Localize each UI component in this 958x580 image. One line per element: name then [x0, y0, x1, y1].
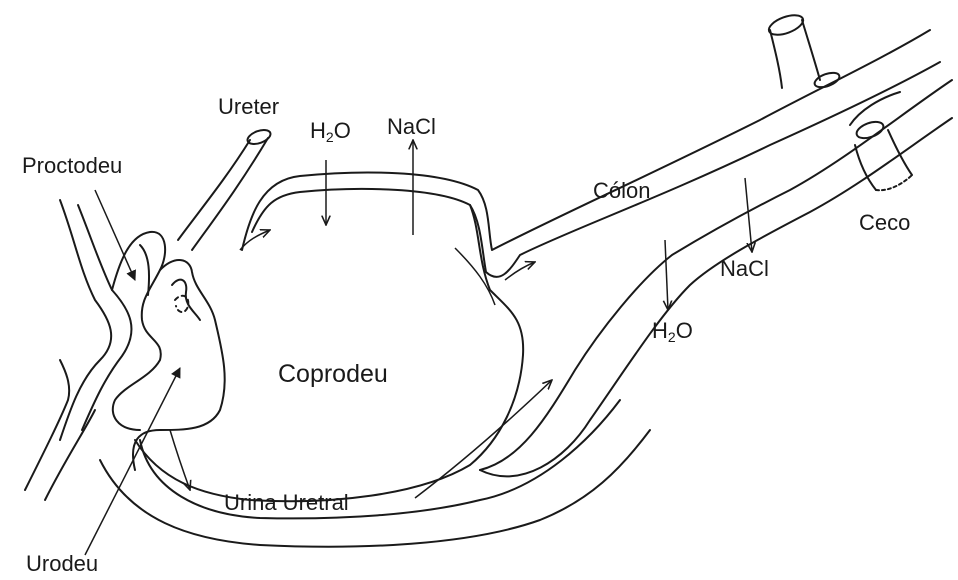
- h2o-right-arrow: [665, 240, 668, 310]
- colon-outer-wall-lower: [480, 80, 952, 470]
- ceco-lower-right-edge: [888, 130, 912, 175]
- label-urodeu: Urodeu: [26, 553, 98, 575]
- colon-inner-wall-upper: [252, 62, 940, 277]
- proctodeu-fold-3: [112, 232, 165, 430]
- ceco-lower-cap: [876, 175, 912, 190]
- ceco-upper-cap: [766, 11, 805, 38]
- urodeu-chamber: [133, 260, 225, 470]
- colon-inner-wall-lower: [480, 118, 952, 476]
- ureter-tube-left: [178, 140, 250, 240]
- left-outer-wall: [25, 360, 69, 490]
- proctodeu-fold-1: [60, 200, 111, 440]
- label-h2o-top: H2O: [310, 120, 351, 144]
- label-ureter: Ureter: [218, 96, 279, 118]
- nacl-right-arrow: [745, 178, 752, 252]
- ceco-lower-opening: [854, 119, 885, 142]
- coprodeu-floor-inner: [140, 400, 620, 518]
- ureter-tube-right: [192, 138, 268, 250]
- label-nacl-right: NaCl: [720, 258, 769, 280]
- left-outer-wall-2: [45, 410, 95, 500]
- ceco-upper-right-edge: [802, 20, 820, 80]
- label-ceco: Ceco: [859, 212, 910, 234]
- label-colon: Cólon: [593, 180, 650, 202]
- colon-to-coprodeu-flow-arrow: [455, 248, 495, 305]
- label-h2o-right: H2O: [652, 320, 693, 344]
- label-nacl-top: NaCl: [387, 116, 436, 138]
- label-urina-uretral: Urina Uretral: [224, 492, 349, 514]
- proctodeu-fold-2: [78, 205, 131, 430]
- ceco-upper-left-edge: [770, 30, 782, 88]
- urodeu-leader: [85, 368, 180, 555]
- label-coprodeu: Coprodeu: [278, 362, 388, 387]
- label-proctodeu: Proctodeu: [22, 155, 122, 177]
- colon-entry-flow-arrow: [505, 262, 535, 280]
- ureter-opening: [246, 127, 273, 146]
- proctodeu-fold-4: [140, 245, 149, 295]
